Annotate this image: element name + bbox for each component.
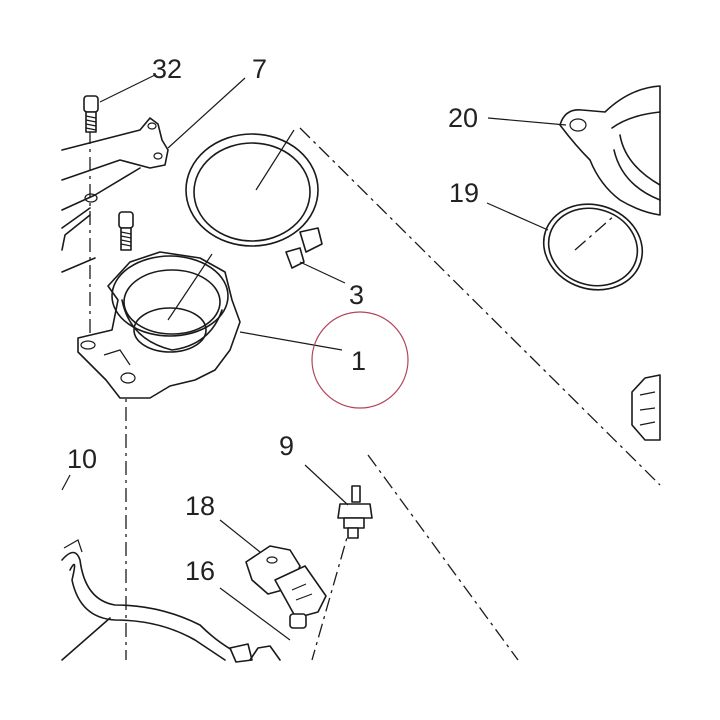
airbox-housing-part-20 (559, 85, 661, 216)
leader-16 (219, 587, 291, 641)
callout-10: 10 (67, 444, 97, 474)
leader-20 (487, 117, 567, 126)
centerline-right (299, 127, 661, 486)
connector-part-18 (245, 545, 327, 629)
right-edge-component (631, 374, 661, 441)
highlight-circle (311, 311, 409, 409)
leader-9 (304, 464, 349, 506)
sensor-part-9 (337, 485, 373, 539)
leader-10 (61, 474, 71, 491)
callout-18: 18 (185, 491, 215, 521)
bolt-flange (118, 211, 134, 251)
leader-7 (167, 77, 246, 149)
callout-16: 16 (185, 556, 215, 586)
centerline-oring (574, 214, 616, 251)
callout-7: 7 (252, 54, 267, 84)
bolt-32 (83, 95, 99, 133)
assembly-centerlines (89, 127, 661, 661)
leader-19 (486, 202, 549, 231)
hose-clamp (185, 129, 323, 269)
leader-lines (61, 74, 567, 641)
hose-part-10 (61, 539, 281, 663)
callout-1: 1 (351, 346, 366, 376)
throttle-adapter-part-1 (77, 251, 241, 399)
leader-1 (239, 331, 343, 351)
callout-32: 32 (152, 54, 182, 84)
leader-18 (219, 519, 261, 553)
centerline-sensor-left (311, 519, 353, 661)
callout-20: 20 (448, 103, 478, 133)
callout-9: 9 (279, 431, 294, 461)
o-ring-part-19 (542, 203, 644, 291)
callout-labels: 32 7 20 19 3 1 10 9 18 16 (67, 54, 479, 586)
leader-3 (299, 261, 346, 284)
bracket-part (61, 117, 169, 273)
callout-19: 19 (449, 178, 479, 208)
centerline-sensor-right (367, 454, 519, 661)
callout-3: 3 (349, 280, 364, 310)
leader-32 (99, 74, 156, 103)
